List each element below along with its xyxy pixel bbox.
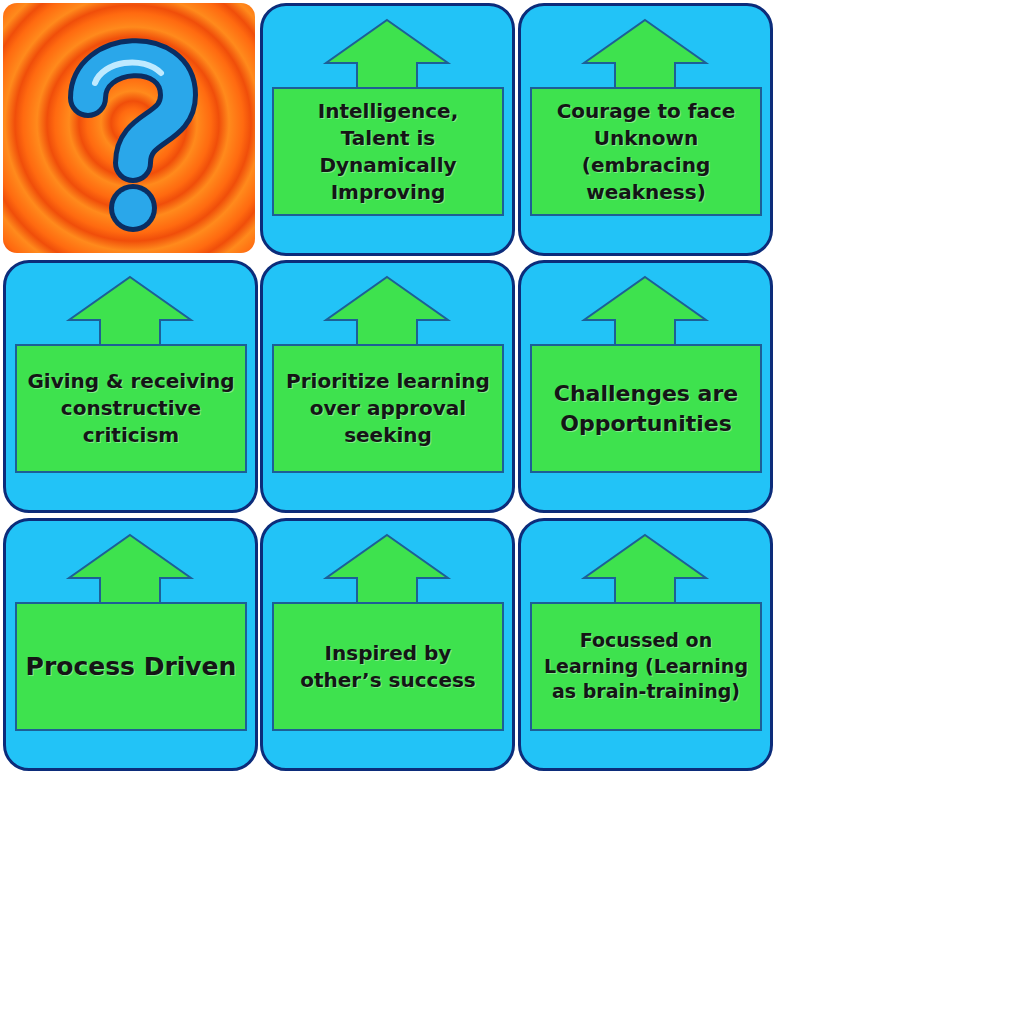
box-text: Focussed on Learning (Learning as brain-…	[540, 628, 752, 705]
box-text: Intelligence, Talent is Dynamically Impr…	[282, 98, 494, 206]
arrow-head	[518, 260, 773, 350]
box-text: Challenges are Opportunities	[540, 379, 752, 438]
arrow-head	[3, 260, 258, 350]
box-text: Giving & receiving constructive criticis…	[25, 368, 237, 449]
question-tile	[3, 3, 255, 253]
arrow-head	[260, 518, 515, 608]
arrow-box: Process Driven	[15, 602, 247, 731]
arrow-box: Prioritize learning over approval seekin…	[272, 344, 504, 473]
arrow-box: Giving & receiving constructive criticis…	[15, 344, 247, 473]
arrow-head	[518, 3, 773, 93]
box-text: Inspired by other’s success	[282, 640, 494, 694]
box-text: Prioritize learning over approval seekin…	[282, 368, 494, 449]
arrow-head	[260, 260, 515, 350]
arrow-box: Focussed on Learning (Learning as brain-…	[530, 602, 762, 731]
arrow-box: Intelligence, Talent is Dynamically Impr…	[272, 87, 504, 216]
arrow-box: Inspired by other’s success	[272, 602, 504, 731]
arrow-head	[260, 3, 515, 93]
arrow-head	[3, 518, 258, 608]
box-text: Courage to face Unknown (embracing weakn…	[540, 98, 752, 206]
question-mark-icon	[3, 3, 255, 253]
box-text: Process Driven	[26, 650, 237, 684]
arrow-box: Courage to face Unknown (embracing weakn…	[530, 87, 762, 216]
arrow-head	[518, 518, 773, 608]
arrow-box: Challenges are Opportunities	[530, 344, 762, 473]
